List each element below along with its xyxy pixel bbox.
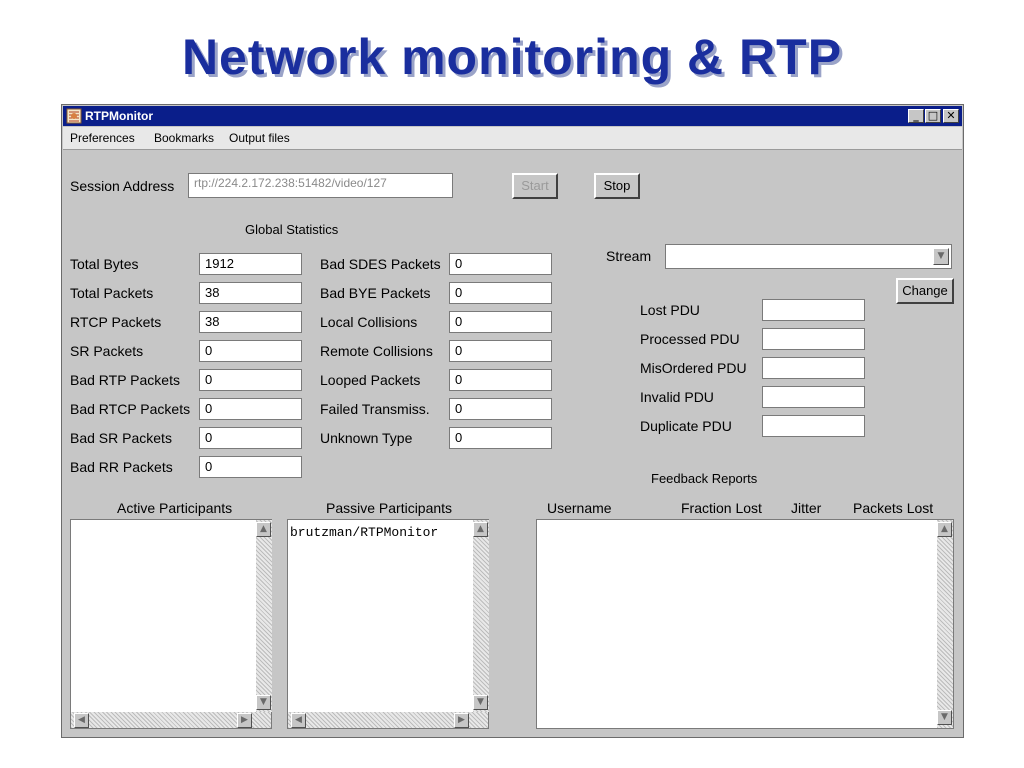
- stat-value-field[interactable]: 1912: [199, 253, 302, 275]
- passive-participants-list[interactable]: brutzman/RTPMonitor ▲ ▼ ◀ ▶: [287, 519, 489, 729]
- stat-value-field[interactable]: 38: [199, 311, 302, 333]
- stat-value-field[interactable]: 0: [199, 340, 302, 362]
- scroll-down-icon[interactable]: ▼: [256, 695, 271, 710]
- stat-label: Failed Transmiss.: [320, 401, 430, 417]
- menu-bookmarks[interactable]: Bookmarks: [154, 131, 215, 145]
- scroll-left-icon[interactable]: ◀: [74, 713, 89, 728]
- horizontal-scrollbar[interactable]: ◀ ▶: [71, 712, 271, 728]
- window-title: RTPMonitor: [85, 109, 153, 123]
- session-address-field[interactable]: rtp://224.2.172.238:51482/video/127: [188, 173, 453, 198]
- menu-bar: Preferences Bookmarks Output files: [63, 127, 962, 150]
- stat-label: Local Collisions: [320, 314, 418, 330]
- stat-value-field[interactable]: 0: [449, 340, 552, 362]
- stat-label: Bad RTCP Packets: [70, 401, 191, 417]
- stat-label: Unknown Type: [320, 430, 413, 446]
- active-participants-list[interactable]: ▲ ▼ ◀ ▶: [70, 519, 272, 729]
- stat-label: Bad SR Packets: [70, 430, 172, 446]
- menu-preferences[interactable]: Preferences: [70, 131, 135, 145]
- stat-value-field[interactable]: 0: [199, 427, 302, 449]
- feedback-reports-table[interactable]: ▲ ▼: [536, 519, 954, 729]
- stat-label: SR Packets: [70, 343, 144, 359]
- column-header-jitter[interactable]: Jitter: [791, 500, 822, 516]
- scroll-up-icon[interactable]: ▲: [473, 522, 488, 537]
- scroll-left-icon[interactable]: ◀: [291, 713, 306, 728]
- stream-stat-field[interactable]: [762, 328, 865, 350]
- stream-select[interactable]: [665, 244, 952, 269]
- scroll-down-icon[interactable]: ▼: [473, 695, 488, 710]
- column-header-username[interactable]: Username: [547, 500, 612, 516]
- stat-value-field[interactable]: 0: [199, 456, 302, 478]
- stream-stat-label: Duplicate PDU: [640, 418, 732, 434]
- stat-label: Bad RTP Packets: [70, 372, 180, 388]
- active-participants-title: Active Participants: [117, 500, 233, 516]
- passive-participants-title: Passive Participants: [326, 500, 453, 516]
- stream-stat-label: Lost PDU: [640, 302, 700, 318]
- rtp-monitor-window: RTPMonitor _ □ ✕ Preferences Bookmarks O…: [61, 104, 964, 738]
- stream-stat-label: Processed PDU: [640, 331, 740, 347]
- stat-label: Total Bytes: [70, 256, 139, 272]
- stream-stat-field[interactable]: [762, 386, 865, 408]
- stop-button[interactable]: Stop: [594, 173, 640, 199]
- vertical-scrollbar[interactable]: ▲ ▼: [256, 520, 272, 712]
- stat-label: Bad BYE Packets: [320, 285, 431, 301]
- stat-label: Remote Collisions: [320, 343, 433, 359]
- app-icon: [66, 108, 82, 124]
- scroll-down-icon[interactable]: ▼: [937, 710, 952, 725]
- scroll-right-icon[interactable]: ▶: [237, 713, 252, 728]
- scroll-up-icon[interactable]: ▲: [256, 522, 271, 537]
- global-statistics-title: Global Statistics: [245, 222, 339, 237]
- horizontal-scrollbar[interactable]: ◀ ▶: [288, 712, 488, 728]
- stat-value-field[interactable]: 0: [449, 253, 552, 275]
- list-item[interactable]: brutzman/RTPMonitor: [290, 525, 439, 540]
- stat-label: Bad RR Packets: [70, 459, 173, 475]
- minimize-button[interactable]: _: [908, 109, 924, 123]
- stat-value-field[interactable]: 0: [449, 398, 552, 420]
- maximize-button[interactable]: □: [925, 109, 941, 123]
- stream-label: Stream: [606, 248, 652, 264]
- stat-label: Looped Packets: [320, 372, 421, 388]
- stream-stat-field[interactable]: [762, 357, 865, 379]
- title-bar[interactable]: RTPMonitor _ □ ✕: [63, 106, 962, 126]
- vertical-scrollbar[interactable]: ▲ ▼: [937, 520, 953, 728]
- stat-value-field[interactable]: 38: [199, 282, 302, 304]
- slide-title: Network monitoring & RTP: [181, 29, 843, 85]
- scroll-up-icon[interactable]: ▲: [937, 522, 952, 537]
- start-button[interactable]: Start: [512, 173, 558, 199]
- stat-label: Bad SDES Packets: [320, 256, 441, 272]
- stat-label: Total Packets: [70, 285, 154, 301]
- close-button[interactable]: ✕: [943, 109, 959, 123]
- menu-output-files[interactable]: Output files: [229, 131, 290, 145]
- session-address-label: Session Address: [70, 178, 175, 194]
- change-button[interactable]: Change: [896, 278, 954, 304]
- stat-value-field[interactable]: 0: [199, 369, 302, 391]
- stream-stat-field[interactable]: [762, 415, 865, 437]
- stat-value-field[interactable]: 0: [449, 369, 552, 391]
- stream-stat-label: MisOrdered PDU: [640, 360, 747, 376]
- stat-value-field[interactable]: 0: [449, 427, 552, 449]
- vertical-scrollbar[interactable]: ▲ ▼: [473, 520, 489, 712]
- scroll-right-icon[interactable]: ▶: [454, 713, 469, 728]
- stat-value-field[interactable]: 0: [199, 398, 302, 420]
- stream-dropdown-icon[interactable]: ▼: [933, 248, 949, 265]
- feedback-reports-title: Feedback Reports: [651, 471, 758, 486]
- stat-value-field[interactable]: 0: [449, 282, 552, 304]
- column-header-fraction-lost[interactable]: Fraction Lost: [681, 500, 762, 516]
- stat-label: RTCP Packets: [70, 314, 162, 330]
- stat-value-field[interactable]: 0: [449, 311, 552, 333]
- stream-stat-field[interactable]: [762, 299, 865, 321]
- column-header-packets-lost[interactable]: Packets Lost: [853, 500, 934, 516]
- stream-stat-label: Invalid PDU: [640, 389, 714, 405]
